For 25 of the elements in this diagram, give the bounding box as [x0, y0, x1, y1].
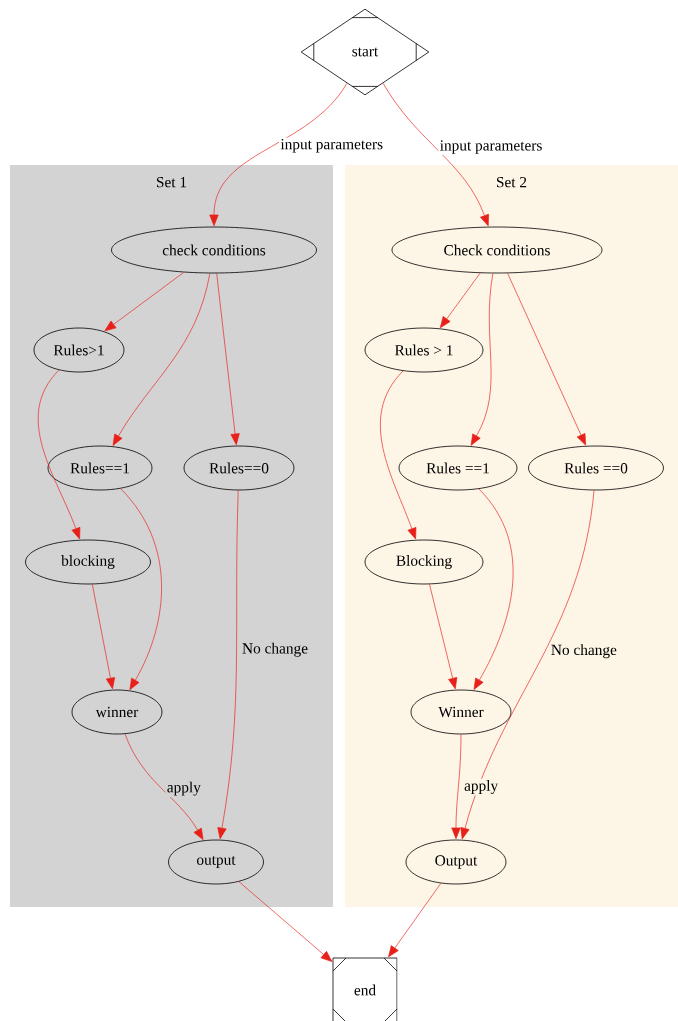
arrow	[216, 273, 240, 446]
end-square: end	[332, 957, 398, 1021]
arrow	[380, 370, 417, 540]
arrow	[112, 273, 211, 446]
edge-label: input parameters	[279, 137, 385, 154]
arrow	[37, 369, 81, 540]
arrow	[209, 82, 348, 227]
arrow	[120, 488, 162, 690]
arrow	[507, 272, 586, 446]
arrow	[124, 733, 204, 840]
arrow	[238, 881, 333, 962]
edge-label: input parameters	[438, 138, 544, 156]
arrow	[473, 488, 514, 690]
arrow	[382, 82, 489, 227]
arrow	[470, 273, 494, 446]
arrow	[104, 272, 185, 332]
arrow	[429, 583, 458, 690]
arrow	[451, 734, 462, 839]
edge-label: apply	[165, 780, 203, 797]
arrow	[388, 883, 442, 958]
arrow	[92, 584, 115, 690]
arrow	[439, 272, 481, 328]
arrow	[460, 490, 595, 840]
arrow	[217, 490, 239, 840]
edge-label: No change	[240, 641, 310, 659]
